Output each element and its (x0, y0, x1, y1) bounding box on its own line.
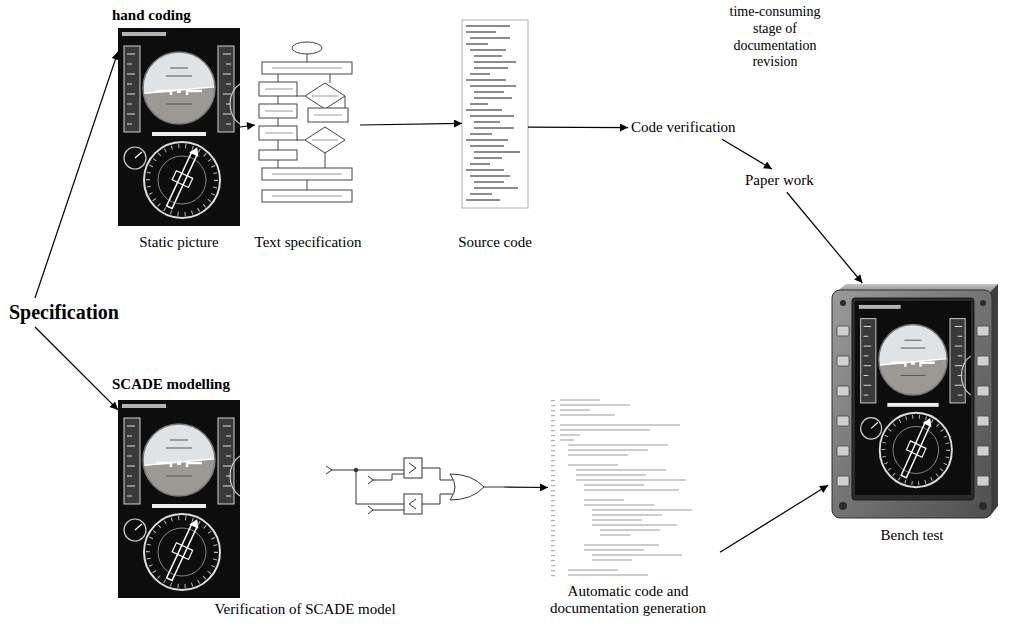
source-code-picture (462, 20, 528, 208)
step-text: Specification (9, 301, 119, 324)
specification-heading: Specification (6, 298, 122, 327)
flow-arrow (787, 192, 863, 283)
bench-test-node: Bench test (828, 283, 1000, 521)
picture-caption: Text specification (233, 234, 383, 251)
flow-arrow (504, 486, 548, 488)
display-unit-photo (832, 284, 998, 518)
source-code-node: Source code (462, 20, 528, 208)
flow-arrow (360, 123, 462, 125)
flow-arrow (35, 327, 118, 410)
scade-display-node: SCADE modelling (118, 400, 240, 598)
picture-caption: Automatic code and documentation generat… (541, 583, 716, 618)
picture-caption: Verification of SCADE model (175, 601, 435, 618)
scade-block-diagram (326, 458, 504, 514)
process-step: Code verification (628, 116, 739, 139)
flow-arrow (35, 52, 118, 298)
flow-arrow (720, 485, 828, 552)
flow-arrow (240, 125, 255, 127)
step-text: Paper work (745, 172, 814, 189)
picture-caption: Source code (435, 234, 555, 251)
flow-arrow (722, 139, 772, 169)
cockpit-display-picture (118, 400, 240, 598)
section-heading: hand coding (112, 7, 282, 24)
flow-arrow (528, 127, 628, 129)
generated-code-picture (553, 400, 692, 577)
static-picture-node: hand codingStatic picture (118, 28, 240, 226)
step-text: Code verification (631, 119, 736, 136)
cockpit-display-picture (118, 28, 240, 226)
annotation-note: time-consuming stage of documentation re… (718, 4, 832, 71)
scade-model-node: Verification of SCADE model (322, 445, 504, 515)
flowchart-picture (259, 42, 352, 202)
picture-caption: Static picture (104, 234, 254, 251)
section-heading: SCADE modelling (112, 376, 302, 393)
picture-caption: Bench test (847, 527, 977, 544)
flowchart-node: Text specification (255, 40, 360, 210)
generated-code-node: Automatic code and documentation generat… (548, 395, 720, 580)
process-step: Paper work (742, 169, 817, 192)
